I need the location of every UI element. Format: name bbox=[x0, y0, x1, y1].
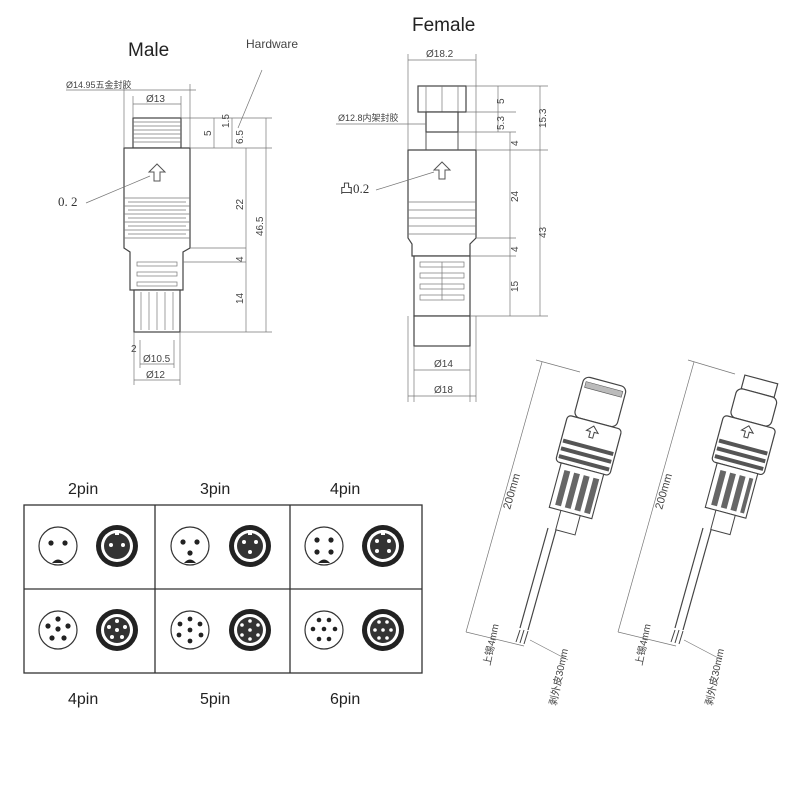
pin-label-top-3: 4pin bbox=[330, 481, 360, 498]
female-d24: 24 bbox=[510, 190, 521, 202]
female-d5: 5 bbox=[496, 98, 507, 104]
cable-assembly-right bbox=[617, 359, 779, 661]
male-connector-drawing bbox=[85, 117, 191, 333]
pin-4-male-face bbox=[304, 526, 344, 566]
pin-5-female-face bbox=[229, 609, 271, 651]
female-dim-lines bbox=[336, 54, 548, 402]
pin-2-male-face bbox=[38, 526, 78, 566]
female-inner-label: Ø12.8内架封胶 bbox=[338, 112, 399, 123]
pin-5-male-face bbox=[170, 610, 210, 650]
female-arrow-note: 凸0.2 bbox=[340, 181, 369, 196]
pin-label-bottom-3: 6pin bbox=[330, 691, 360, 708]
male-title: Male bbox=[128, 40, 169, 61]
male-d13: Ø13 bbox=[146, 94, 165, 105]
cable-left-strip: 剥外皮30mm bbox=[546, 647, 571, 706]
female-d153: 15.3 bbox=[538, 108, 549, 128]
pin-3-female-face bbox=[229, 525, 271, 567]
female-connector-drawing bbox=[375, 85, 477, 347]
male-arrow-note: 0. 2 bbox=[58, 194, 78, 209]
pin-6-female-face bbox=[362, 609, 404, 651]
pin-4-female-face bbox=[362, 525, 404, 567]
male-d4: 4 bbox=[235, 256, 246, 262]
cable-right-length: 200mm bbox=[653, 472, 675, 511]
male-d65: 6.5 bbox=[235, 130, 246, 144]
pin-2-female-face bbox=[96, 525, 138, 567]
pin-label-bottom-1: 4pin bbox=[68, 691, 98, 708]
pin-4b-female-face bbox=[96, 609, 138, 651]
cable-left-tin: 上锡4mm bbox=[480, 623, 501, 667]
pin-table: 2pin 3pin 4pin 4pin 5pin 6pin bbox=[23, 481, 423, 708]
male-d105: Ø10.5 bbox=[143, 354, 171, 365]
female-d53: 5.3 bbox=[496, 116, 507, 130]
pin-label-bottom-2: 5pin bbox=[200, 691, 230, 708]
male-d14: 14 bbox=[235, 292, 246, 304]
pin-label-top-2: 3pin bbox=[200, 481, 230, 498]
cable-right-tin: 上锡4mm bbox=[632, 623, 653, 667]
female-d43: 43 bbox=[538, 226, 549, 238]
male-d15: 1.5 bbox=[221, 114, 232, 128]
male-d5: 5 bbox=[203, 130, 214, 136]
female-d4b: 4 bbox=[510, 246, 521, 252]
female-d15: 15 bbox=[510, 280, 521, 292]
pin-4b-male-face bbox=[38, 610, 78, 650]
cable-left-length: 200mm bbox=[501, 472, 523, 511]
male-d2: 2 bbox=[131, 344, 137, 355]
male-dim-lines bbox=[66, 69, 272, 385]
male-d12: Ø12 bbox=[146, 370, 165, 381]
female-d4a: 4 bbox=[510, 140, 521, 146]
male-d22: 22 bbox=[235, 198, 246, 210]
female-d14: Ø14 bbox=[434, 359, 453, 370]
cable-assembly-left bbox=[465, 359, 627, 661]
hardware-label: Hardware bbox=[246, 37, 298, 51]
female-title: Female bbox=[412, 15, 475, 36]
male-top-label: Ø14.95五金封胶 bbox=[66, 79, 132, 90]
female-d18: Ø18 bbox=[434, 385, 453, 396]
pin-label-top-1: 2pin bbox=[68, 481, 98, 498]
female-d182: Ø18.2 bbox=[426, 49, 454, 60]
cable-right-strip: 剥外皮30mm bbox=[702, 647, 727, 706]
male-d465: 46.5 bbox=[255, 216, 266, 236]
pin-6-male-face bbox=[304, 610, 344, 650]
pin-3-male-face bbox=[170, 526, 210, 566]
